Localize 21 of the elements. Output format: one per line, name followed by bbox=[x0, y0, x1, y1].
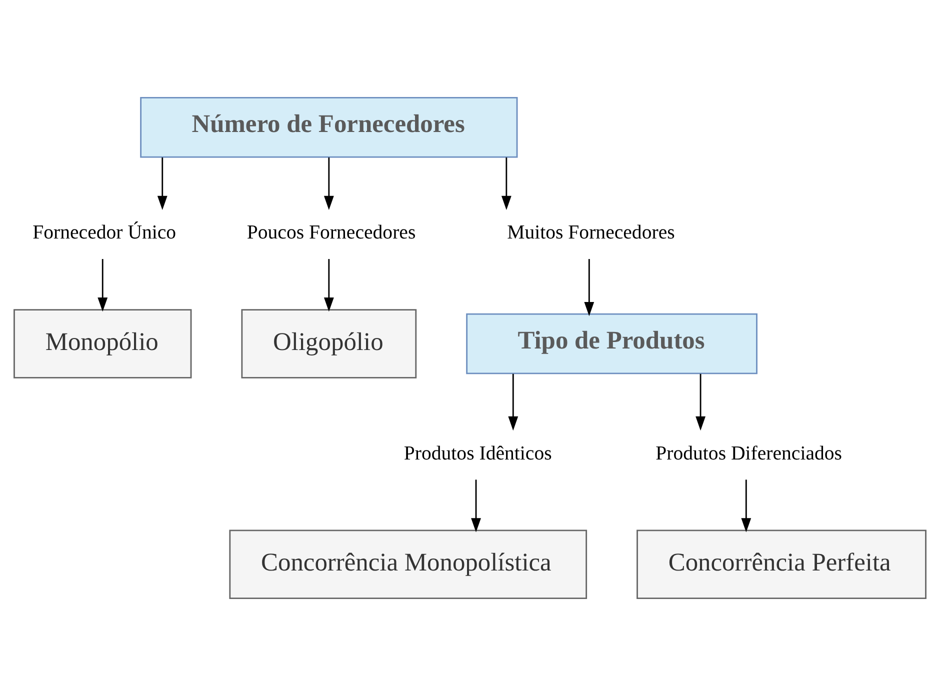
arrow bbox=[501, 157, 512, 210]
arrow bbox=[98, 259, 108, 312]
arrow bbox=[324, 259, 334, 312]
arrow bbox=[324, 157, 334, 210]
node-box: Monopólio bbox=[14, 309, 192, 378]
arrow bbox=[471, 480, 481, 532]
arrow bbox=[696, 374, 706, 431]
node-text: Produtos Diferenciados bbox=[656, 442, 842, 464]
node-text: Poucos Fornecedores bbox=[246, 222, 416, 244]
arrow bbox=[741, 480, 752, 532]
node-box: Concorrência Perfeita bbox=[636, 530, 926, 600]
arrow bbox=[584, 259, 594, 316]
arrow bbox=[157, 157, 168, 210]
node-text: Muitos Fornecedores bbox=[507, 222, 675, 244]
node-text: Fornecedor Único bbox=[32, 222, 176, 244]
node-box: Tipo de Produtos bbox=[466, 313, 758, 374]
node-box: Concorrência Monopolística bbox=[229, 530, 588, 600]
arrow bbox=[508, 374, 518, 431]
node-box: Oligopólio bbox=[241, 309, 417, 378]
node-text: Produtos Idênticos bbox=[404, 442, 552, 464]
node-box: Número de Fornecedores bbox=[140, 96, 518, 158]
